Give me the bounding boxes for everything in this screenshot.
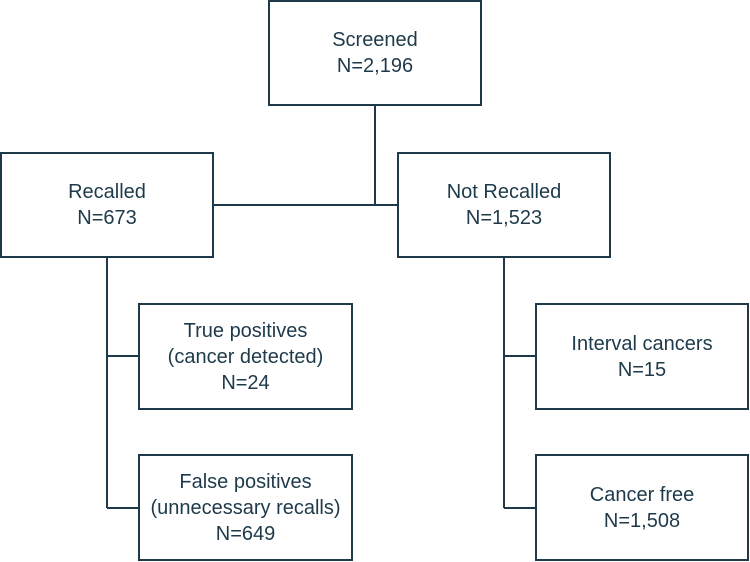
- true-positives-label: True positives: [183, 319, 308, 342]
- interval-cancers-label: Interval cancers: [571, 332, 713, 355]
- true-positives-count: N=24: [221, 371, 270, 394]
- cancer-free-box: Cancer free N=1,508: [535, 454, 749, 561]
- false-positives-description: (unnecessary recalls): [150, 496, 341, 519]
- not-recalled-label: Not Recalled: [446, 181, 562, 203]
- recalled-label: Recalled: [68, 181, 146, 203]
- true-positives-description: (cancer detected): [167, 345, 324, 368]
- interval-cancers-box: Interval cancers N=15: [535, 303, 749, 410]
- false-positives-label: False positives: [179, 470, 312, 493]
- not-recalled-box: Not Recalled N=1,523: [397, 152, 611, 258]
- screened-label: Screened: [332, 29, 418, 51]
- true-positives-box: True positives (cancer detected) N=24: [138, 303, 353, 410]
- recalled-count: N=673: [77, 207, 137, 229]
- not-recalled-count: N=1,523: [465, 207, 543, 229]
- cancer-free-label: Cancer free: [589, 483, 695, 506]
- false-positives-count: N=649: [215, 522, 276, 545]
- screened-count: N=2,196: [336, 55, 414, 77]
- recalled-box: Recalled N=673: [0, 152, 214, 258]
- cancer-free-count: N=1,508: [603, 509, 681, 532]
- false-positives-box: False positives (unnecessary recalls) N=…: [138, 454, 353, 561]
- screened-box: Screened N=2,196: [268, 0, 482, 106]
- interval-cancers-count: N=15: [617, 358, 667, 381]
